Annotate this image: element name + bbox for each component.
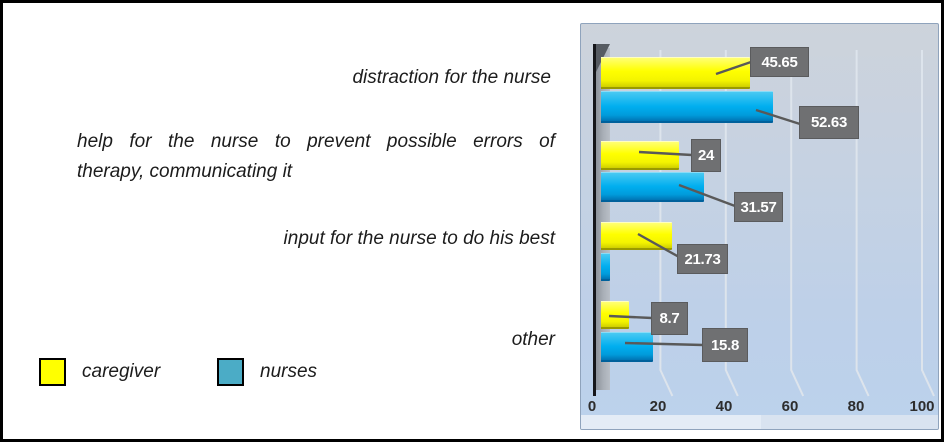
category-label: other <box>303 325 555 355</box>
leader-line <box>637 232 680 259</box>
data-label-nurses-3: 15.8 <box>702 328 748 362</box>
gridline <box>790 50 805 397</box>
x-axis-tick-label: 100 <box>909 398 935 415</box>
chart-floor-strip-highlight <box>581 415 761 429</box>
category-label-line: help for the nurse to prevent possible e… <box>77 131 555 152</box>
legend-item-nurses: nurses <box>217 358 317 386</box>
bar-nurses-0 <box>601 91 773 123</box>
x-axis-tick-label: 40 <box>715 398 733 415</box>
bar-caregiver-0 <box>601 57 750 89</box>
gridline <box>921 50 935 397</box>
data-label-nurses-0: 52.63 <box>799 106 859 139</box>
bar-caregiver-3 <box>601 301 629 329</box>
legend-item-caregiver: caregiver <box>39 358 160 386</box>
gridline <box>855 50 870 397</box>
bar-caregiver-1 <box>601 141 679 170</box>
category-label-line: therapy, communicating it <box>77 161 293 182</box>
x-axis-tick-label: 60 <box>781 398 799 415</box>
data-label-nurses-1: 31.57 <box>734 192 783 222</box>
data-label-caregiver-3: 8.7 <box>651 302 688 335</box>
data-label-caregiver-0: 45.65 <box>750 47 809 77</box>
data-label-caregiver-2: 21.73 <box>677 244 728 274</box>
bar-chart-plot-area: 45.65 24 21.73 8.7 52.63 31.57 15.8 0 20 40 60 80 1… <box>580 23 939 430</box>
leader-line <box>715 60 752 76</box>
legend-label-caregiver: caregiver <box>82 361 161 382</box>
leader-line <box>638 150 693 157</box>
x-axis-tick-label: 80 <box>847 398 865 415</box>
legend-swatch-caregiver <box>39 358 66 386</box>
gridline <box>724 50 739 397</box>
x-axis-tick-label: 0 <box>587 398 597 415</box>
leader-line <box>678 183 736 208</box>
leader-line <box>608 314 653 320</box>
bar-nurses-3 <box>601 332 653 362</box>
category-label: help for the nurse to prevent possible e… <box>77 127 555 187</box>
category-label: input for the nurse to do his best <box>203 224 555 254</box>
legend-label-nurses: nurses <box>260 361 318 382</box>
x-axis-tick-label: 20 <box>649 398 667 415</box>
data-label-caregiver-1: 24 <box>691 139 721 172</box>
data-label-leader-lines <box>608 60 801 347</box>
category-label: distraction for the nurse <box>203 63 551 93</box>
legend-swatch-nurses <box>217 358 244 386</box>
leader-line <box>755 108 801 126</box>
category-label-line: input for the nurse to do his best <box>283 228 555 249</box>
bar-nurses-2 <box>601 253 610 281</box>
category-label-line: other <box>511 329 555 350</box>
category-label-line: distraction for the nurse <box>352 67 551 88</box>
y-axis <box>593 44 596 396</box>
leader-line <box>624 341 704 347</box>
